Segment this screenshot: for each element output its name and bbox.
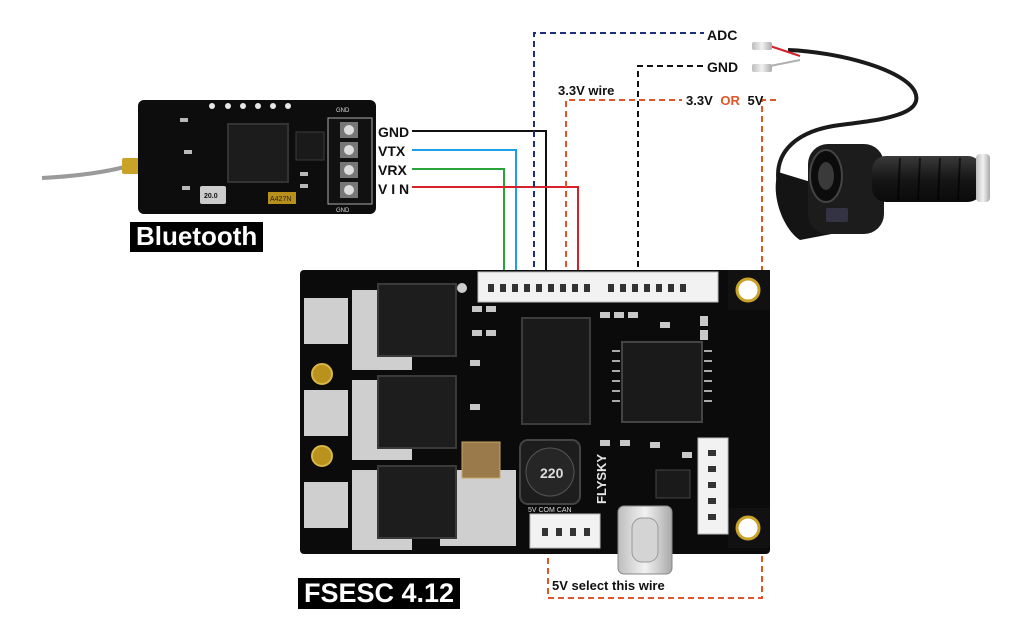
bluetooth-module: 20.0 A427N GND GND <box>41 100 376 214</box>
bluetooth-chip <box>227 123 289 183</box>
wire-vin <box>412 186 579 287</box>
motor-pad-1 <box>304 298 348 344</box>
throttle-cable <box>776 48 919 191</box>
wire-3v3 <box>565 99 682 287</box>
gate-driver-chip <box>521 317 591 425</box>
label-adc: ADC <box>707 27 737 43</box>
fsesc-title: FSESC 4.12 <box>298 578 461 610</box>
mount-hole-top-right <box>735 277 761 303</box>
crystal <box>200 186 226 204</box>
wire-vtx <box>412 149 517 287</box>
wire-adc <box>533 32 704 287</box>
mcu-chip <box>621 341 703 423</box>
top-connector <box>477 271 719 303</box>
bluetooth-wires <box>412 130 579 287</box>
fsesc-board: 220 <box>300 270 770 575</box>
motor-pad-3 <box>304 482 348 528</box>
pin-label-vtx: VTX <box>378 143 406 159</box>
mosfet-2 <box>377 375 457 449</box>
mount-hole-left <box>311 363 333 385</box>
label-3v3-wire: 3.3V wire <box>558 83 614 98</box>
throttle-handle <box>872 156 982 202</box>
throttle-labels: ADC GND 3.3V wire 3.3V OR 5V <box>558 27 764 108</box>
capacitor <box>461 441 501 479</box>
crystal-mark: 20.0 <box>204 193 218 200</box>
power-or: OR <box>720 93 740 108</box>
wire-5v-loop <box>547 99 776 599</box>
can-connector-marks: 5V COM CAN <box>528 507 572 514</box>
label-power: 3.3V OR 5V <box>686 93 764 108</box>
throttle-wires <box>533 32 776 599</box>
pin-label-gnd: GND <box>378 124 409 140</box>
pin-label-vin: V I N <box>378 181 409 197</box>
antenna-cable <box>41 163 133 180</box>
wire-gnd <box>412 130 547 287</box>
label-5v-select: 5V select this wire <box>552 578 665 593</box>
mosfet-1 <box>377 283 457 357</box>
pin-label-vrx: VRX <box>378 162 407 178</box>
chip-mark: A427N <box>270 196 291 203</box>
power-prefix: 3.3V <box>686 93 713 108</box>
throttle-grip <box>752 42 990 240</box>
wire-vrx <box>412 168 505 287</box>
wire-throttle-gnd <box>637 65 704 287</box>
bluetooth-title: Bluetooth <box>130 221 264 252</box>
silk-gnd-bottom: GND <box>336 208 350 214</box>
motor-pad-2 <box>304 390 348 436</box>
label-throttle-gnd: GND <box>707 59 738 75</box>
silk-gnd-top: GND <box>336 108 350 114</box>
bluetooth-pin-labels: GND VTX VRX V I N <box>378 124 409 197</box>
mosfet-3 <box>377 465 457 539</box>
mount-hole-bottom-right <box>735 515 761 541</box>
inductor-mark: 220 <box>540 465 564 481</box>
brand-logo: FLYSKY <box>594 454 609 504</box>
power-suffix: 5V <box>748 93 764 108</box>
